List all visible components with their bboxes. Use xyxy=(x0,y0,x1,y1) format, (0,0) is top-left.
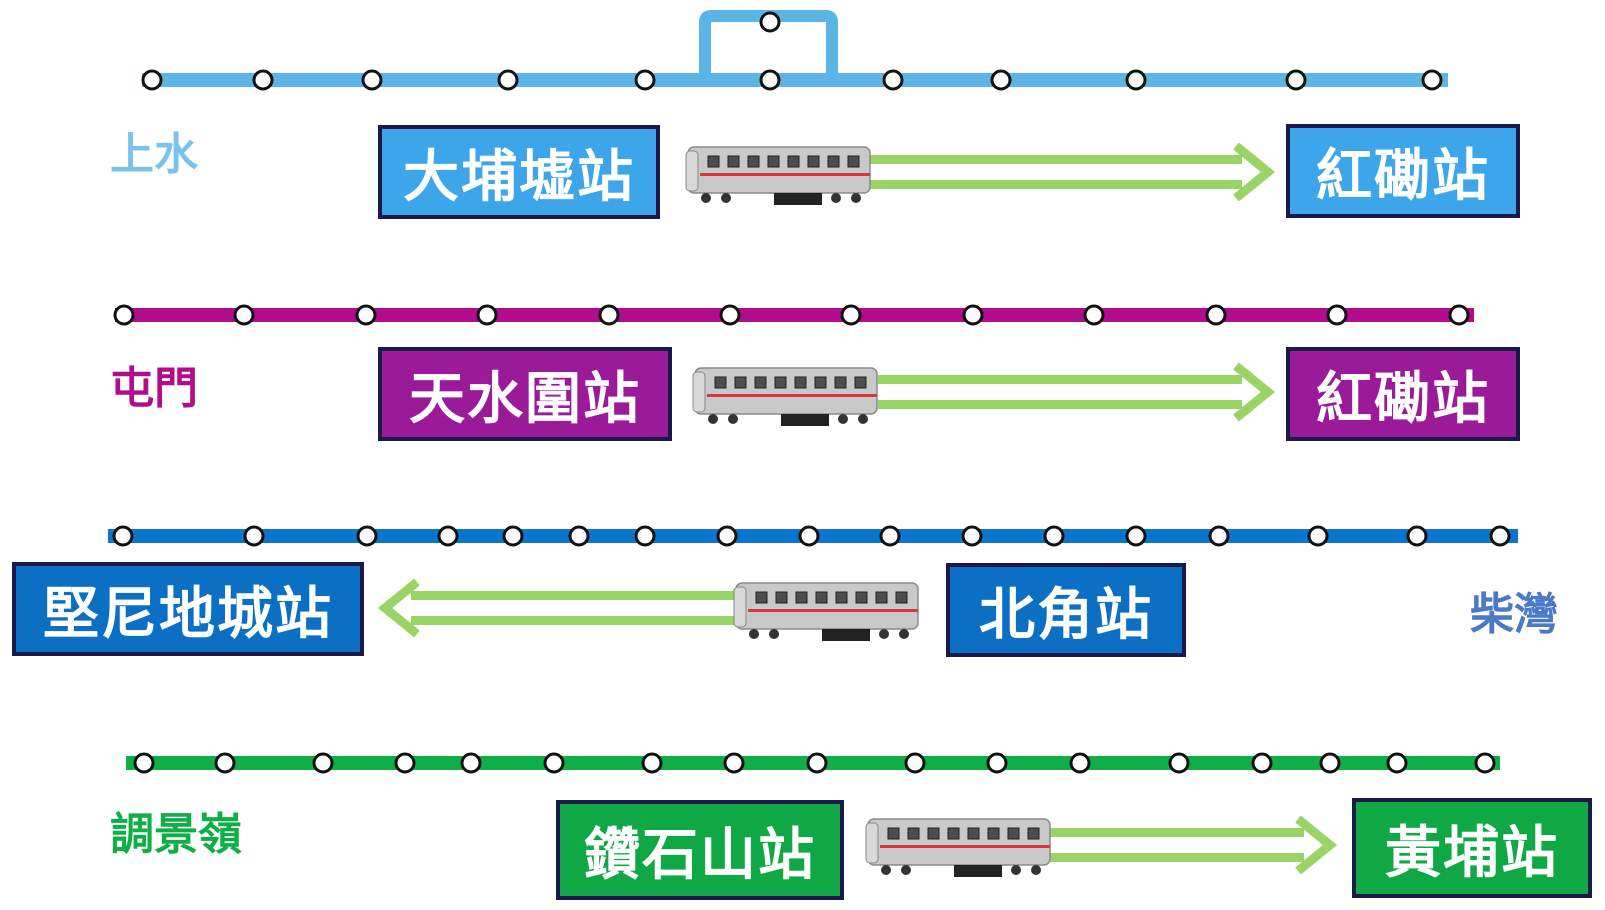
station-dot-icon xyxy=(1448,304,1470,326)
origin-station-kwun-tong: 鑽石山站 xyxy=(556,800,844,900)
origin-station-east-rail: 大埔墟站 xyxy=(378,125,660,219)
station-dot-icon xyxy=(634,525,656,547)
station-dot-icon xyxy=(1307,525,1329,547)
station-dot-icon xyxy=(1326,304,1348,326)
station-dot-icon xyxy=(1168,752,1190,774)
line-tuen-ma xyxy=(113,304,1474,326)
station-dot-icon xyxy=(1319,752,1341,774)
station-dot-icon xyxy=(1069,752,1091,774)
origin-station-island: 北角站 xyxy=(946,563,1186,657)
station-dot-icon xyxy=(1251,752,1273,774)
station-dot-icon xyxy=(759,69,781,91)
station-dot-icon xyxy=(312,752,334,774)
station-dot-icon xyxy=(719,304,741,326)
station-dot-icon xyxy=(497,69,519,91)
station-dot-icon xyxy=(1043,525,1065,547)
station-dot-icon xyxy=(243,525,265,547)
line-label-kwun-tong: 調景嶺 xyxy=(110,809,242,860)
station-dot-icon xyxy=(1125,525,1147,547)
line-kwun-tong xyxy=(126,752,1500,774)
station-dot-icon xyxy=(634,69,656,91)
right-arrow-icon xyxy=(1050,815,1338,875)
station-dot-icon xyxy=(962,304,984,326)
line-island xyxy=(108,525,1518,547)
station-dot-icon xyxy=(233,304,255,326)
station-dot-icon xyxy=(502,525,524,547)
station-dot-icon xyxy=(1386,752,1408,774)
station-dot-icon xyxy=(543,752,565,774)
station-dot-icon xyxy=(1208,525,1230,547)
station-dot-icon xyxy=(879,525,901,547)
station-dot-icon xyxy=(112,525,134,547)
station-dot-icon xyxy=(1474,752,1496,774)
station-dot-icon xyxy=(598,304,620,326)
station-dot-icon xyxy=(214,752,236,774)
right-arrow-icon xyxy=(878,362,1276,422)
station-dot-icon xyxy=(113,304,135,326)
destination-station-tuen-ma: 紅磡站 xyxy=(1286,347,1520,441)
line-east-rail xyxy=(141,10,1448,91)
station-dot-icon xyxy=(1421,69,1443,91)
station-dot-icon xyxy=(356,525,378,547)
station-dot-icon xyxy=(460,752,482,774)
train-icon xyxy=(733,582,919,641)
station-dot-icon xyxy=(641,752,663,774)
train-icon xyxy=(685,146,871,205)
station-dot-icon xyxy=(716,525,738,547)
destination-station-east-rail: 紅磡站 xyxy=(1286,124,1520,218)
station-dot-icon xyxy=(355,304,377,326)
station-dot-icon xyxy=(798,525,820,547)
station-dot-icon xyxy=(986,752,1008,774)
train-icon xyxy=(865,818,1051,877)
train-icon xyxy=(692,367,878,426)
station-dot-icon xyxy=(133,752,155,774)
line-label-east-rail: 上水 xyxy=(110,129,198,180)
right-arrow-icon xyxy=(870,142,1276,202)
station-dot-icon xyxy=(568,525,590,547)
station-dot-icon xyxy=(723,752,745,774)
station-dot-icon xyxy=(141,69,163,91)
station-dot-icon xyxy=(840,304,862,326)
station-dot-icon xyxy=(1205,304,1227,326)
destination-station-kwun-tong: 黃埔站 xyxy=(1352,798,1592,898)
station-dot-icon xyxy=(1285,69,1307,91)
station-dot-icon xyxy=(990,69,1012,91)
line-label-tuen-ma: 屯門 xyxy=(110,363,198,414)
station-dot-icon xyxy=(882,69,904,91)
station-dot-icon xyxy=(1489,525,1511,547)
line-label-island: 柴灣 xyxy=(1470,589,1558,640)
station-dot-icon xyxy=(361,69,383,91)
station-dot-icon xyxy=(1125,69,1147,91)
station-dot-icon xyxy=(394,752,416,774)
station-dot-icon xyxy=(806,752,828,774)
left-arrow-icon xyxy=(377,578,735,638)
station-dot-icon xyxy=(961,525,983,547)
station-dot-icon xyxy=(476,304,498,326)
station-dot-icon xyxy=(437,525,459,547)
station-dot-icon xyxy=(759,11,781,33)
station-dot-icon xyxy=(1083,304,1105,326)
station-dot-icon xyxy=(1406,525,1428,547)
station-dot-icon xyxy=(904,752,926,774)
destination-station-island: 堅尼地城站 xyxy=(12,562,364,656)
station-dot-icon xyxy=(252,69,274,91)
origin-station-tuen-ma: 天水圍站 xyxy=(378,347,672,441)
